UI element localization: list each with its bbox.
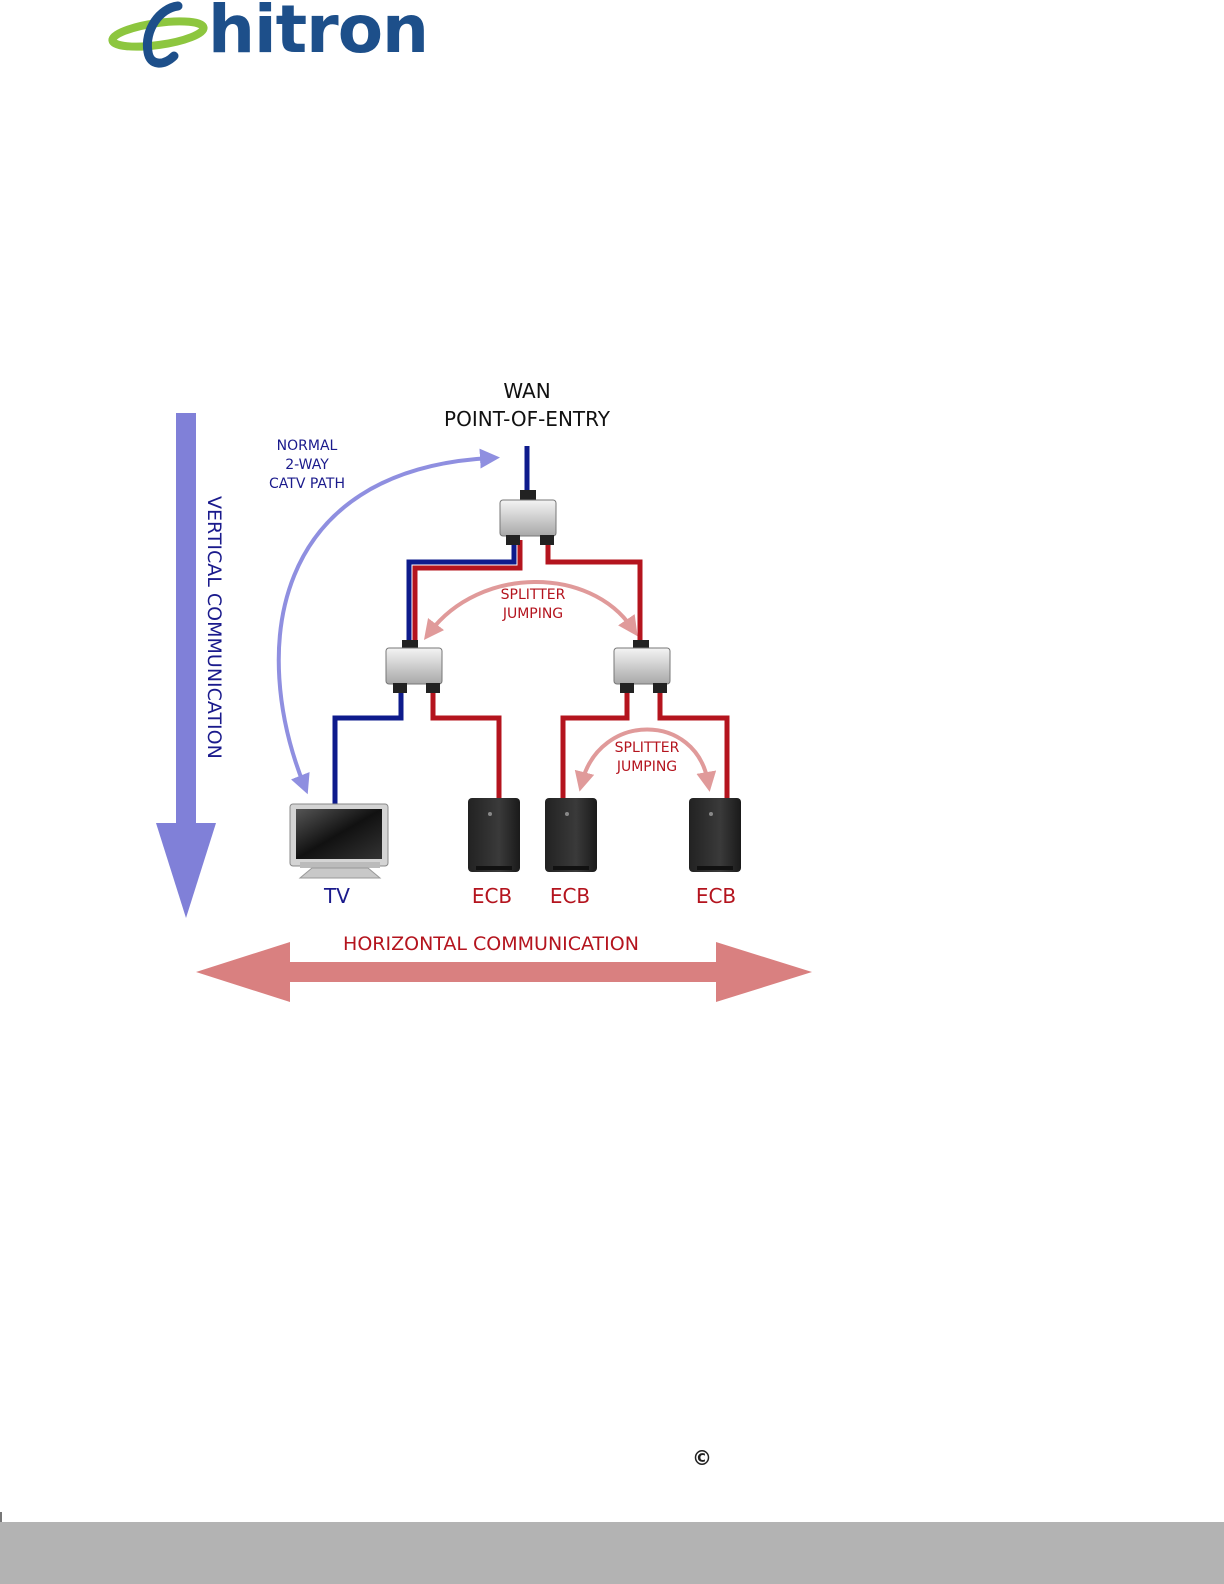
ecb-label: ECB [696,884,736,908]
point-of-entry-label: POINT-OF-ENTRY [444,407,611,431]
tv-label: TV [323,884,350,908]
catv-path-arrow [279,458,490,785]
ecb-device-icon [468,798,520,872]
catv-network-diagram: VERTICAL COMMUNICATION HORIZONTAL COMMUN… [0,0,1224,1100]
splitter-right [614,640,670,693]
wan-label: WAN [503,379,550,403]
ecb-device-icon [689,798,741,872]
tv-icon [290,804,388,878]
vertical-communication-label: VERTICAL COMMUNICATION [203,496,225,759]
copyright-symbol: © [692,1446,712,1470]
ecb-device-icon [545,798,597,872]
ecb-label: ECB [550,884,590,908]
catv-label-line1: NORMAL [277,438,338,454]
splitter-jumping-1-line2: JUMPING [502,606,563,622]
red-cable-paths [415,540,727,800]
splitter-jumping-2-line1: SPLITTER [615,740,680,756]
footer-bar [0,1522,1224,1584]
footer-tick [0,1512,2,1522]
catv-label-line3: CATV PATH [269,476,345,492]
splitter-jumping-2-line2: JUMPING [616,759,677,775]
splitter-left [386,640,442,693]
horizontal-communication-label: HORIZONTAL COMMUNICATION [343,933,639,955]
splitter-jumping-1-line1: SPLITTER [501,587,566,603]
splitter-top [500,490,556,545]
catv-label-line2: 2-WAY [285,457,329,473]
ecb-label: ECB [472,884,512,908]
